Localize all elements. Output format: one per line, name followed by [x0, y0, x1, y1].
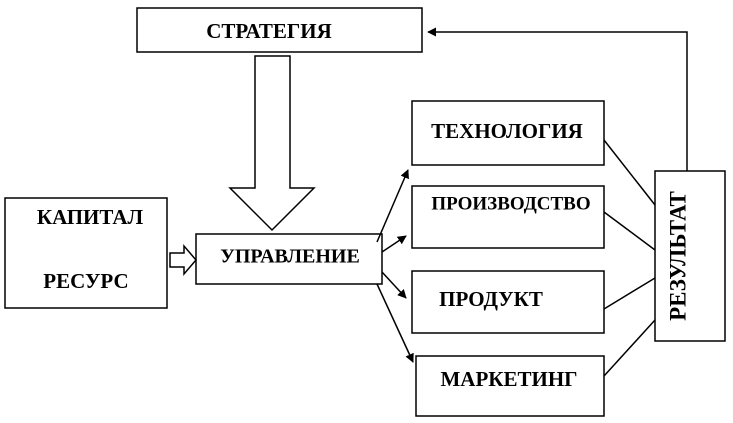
strategy-to-management-arrow [228, 55, 316, 232]
arrow-to-production [381, 235, 407, 253]
product-label: ПРОДУКТ [439, 287, 543, 311]
marketing-box [415, 355, 605, 417]
line-product-to-result [603, 277, 656, 310]
line-marketing-to-result [603, 319, 656, 377]
feedback-result-to-strategy [427, 27, 688, 171]
capital-to-management-arrow [169, 243, 197, 277]
arrow-to-product [381, 271, 407, 299]
resource-label: РЕСУРС [43, 269, 128, 293]
strategy-label: СТРАТЕГИЯ [206, 19, 332, 43]
line-production-to-result [603, 211, 656, 251]
capital-resource-box [4, 197, 168, 309]
production-box [411, 185, 605, 249]
technology-box [411, 100, 605, 166]
technology-label: ТЕХНОЛОГИЯ [431, 119, 583, 143]
arrow-to-marketing [376, 283, 414, 363]
management-label: УПРАВЛЕНИЕ [220, 246, 360, 268]
result-box [654, 170, 726, 342]
strategy-box [136, 7, 423, 53]
capital-label: КАПИТАЛ [37, 205, 144, 229]
production-label: ПРОИЗВОДСТВО [431, 193, 590, 214]
marketing-label: МАРКЕТИНГ [440, 367, 577, 391]
arrow-to-technology [376, 169, 409, 243]
line-technology-to-result [603, 139, 656, 206]
product-box [411, 270, 605, 334]
management-box [195, 233, 383, 285]
result-label: РЕЗУЛЬТАТ [665, 191, 690, 321]
